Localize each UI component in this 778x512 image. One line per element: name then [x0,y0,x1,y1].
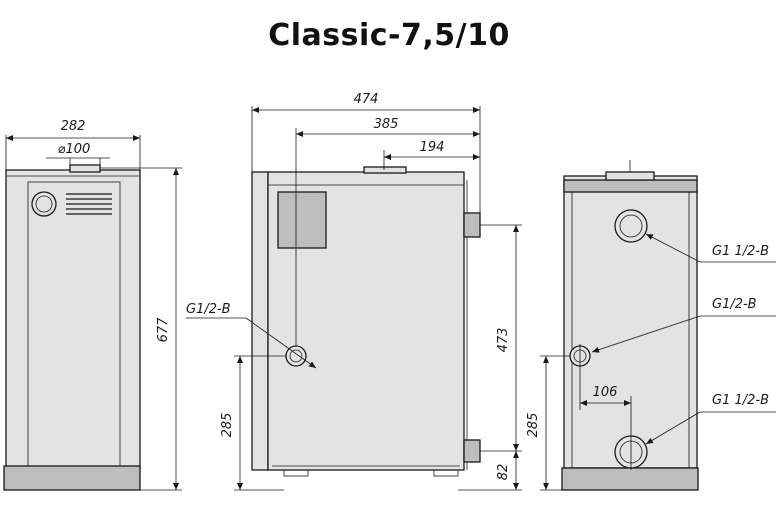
side-dim-473: 473 [496,328,511,353]
rear-dim-106: 106 [593,385,618,400]
rear-top-band [563,179,698,193]
side-dim-285: 285 [220,413,235,438]
flue-diameter-dim: ⌀100 [58,142,91,157]
side-front-panel [251,171,269,471]
side-view: 474 385 194 G1/2-B 285 473 82 [186,92,522,491]
vent-slots [66,193,112,215]
rear-flue [605,171,655,181]
control-panel [277,191,327,249]
rear-base [561,467,699,491]
rear-view: G1 1/2-B G1/2-B G1 1/2-B 106 285 [526,160,776,491]
rear-dim-285: 285 [526,413,541,438]
side-inlet-label: G1/2-B [186,302,231,317]
side-flue [363,166,407,174]
front-view: 282 ⌀100 677 [3,119,182,491]
side-dim-82: 82 [496,464,511,481]
side-dim-194: 194 [420,140,445,155]
flue-collar [69,164,101,173]
side-depth-dim: 474 [354,92,379,107]
rear-upper-pipe [463,212,481,238]
front-base [3,465,141,491]
sight-glass-icon [31,191,57,217]
rear-lower-pipe [463,439,481,463]
rear-bottom-label: G1 1/2-B [712,393,769,408]
front-width-dim: 282 [61,119,86,134]
side-dim-385: 385 [374,117,399,132]
front-height-dim: 677 [156,317,171,343]
drawing-title: Classic-7,5/10 [268,18,510,53]
rear-top-label: G1 1/2-B [712,244,769,259]
rear-mid-label: G1/2-B [712,297,757,312]
